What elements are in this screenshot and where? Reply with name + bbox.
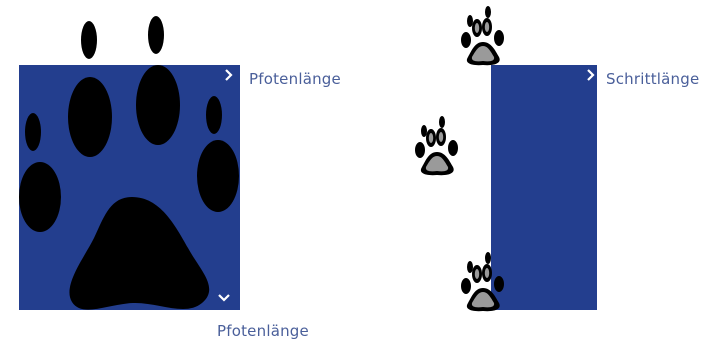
paw-print-icon (461, 6, 504, 66)
paw-toe-outer-left (19, 162, 61, 232)
paw-toe-inner-left (68, 77, 112, 157)
stride-length-marker (586, 69, 596, 81)
paw-print-icon (415, 116, 458, 176)
paw-main-pad (69, 197, 210, 310)
chevron-right-icon (225, 69, 233, 81)
paw-toe-outer-right (197, 140, 239, 212)
paw-toe-inner-right (136, 65, 180, 145)
paw-print-icon (461, 252, 504, 312)
stride-length-panel (491, 65, 597, 310)
paw-length-label: Pfotenlänge (249, 70, 341, 88)
paw-length-marker-down (218, 293, 230, 303)
chevron-right-icon (587, 69, 595, 81)
paw-dewclaw-right (206, 96, 222, 134)
paw-claw-left (81, 21, 97, 59)
stride-length-label: Schrittlänge (606, 70, 700, 88)
paw-length-label-bottom: Pfotenlänge (217, 322, 309, 340)
paw-claw-right (148, 16, 164, 54)
chevron-down-icon (218, 294, 230, 302)
paw-length-marker-right (224, 69, 234, 81)
paw-dewclaw-left (25, 113, 41, 151)
